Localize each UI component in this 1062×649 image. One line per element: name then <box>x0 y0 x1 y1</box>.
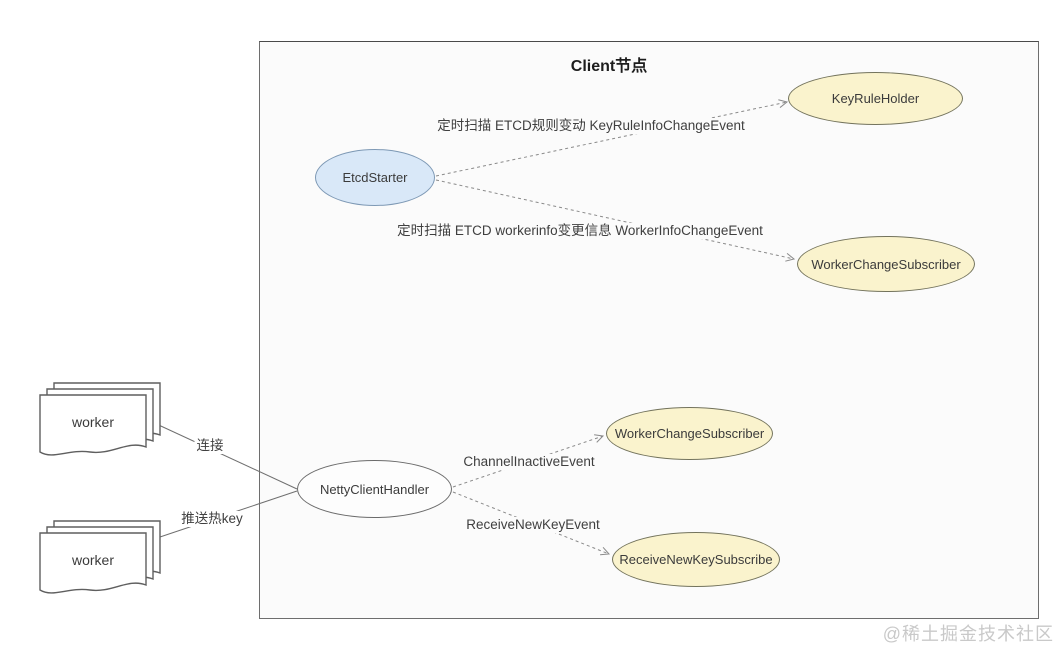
edge-netty-to-receivenewkeysubscribe <box>452 491 611 556</box>
node-worker-change-subscriber-bottom: WorkerChangeSubscriber <box>606 407 773 460</box>
edge-label-receive-new-key: ReceiveNewKeyEvent <box>464 517 602 533</box>
node-label: WorkerChangeSubscriber <box>811 256 961 272</box>
node-receive-new-key-subscribe: ReceiveNewKeySubscribe <box>612 532 780 587</box>
edge-etcd-to-keyruleholder <box>435 99 789 177</box>
worker-bottom-label: worker <box>71 552 114 568</box>
edge-label-worker-info-scan: 定时扫描 ETCD workerinfo变更信息 WorkerInfoChang… <box>395 223 765 239</box>
client-node-title: Client节点 <box>570 58 648 75</box>
edge-label-connect: 连接 <box>194 438 226 454</box>
node-label: KeyRuleHolder <box>831 91 920 106</box>
edge-label-channel-inactive: ChannelInactiveEvent <box>461 454 597 470</box>
node-etcd-starter: EtcdStarter <box>315 149 435 206</box>
node-worker-change-subscriber-top: WorkerChangeSubscriber <box>797 236 975 292</box>
edge-label-key-rule-scan: 定时扫描 ETCD规则变动 KeyRuleInfoChangeEvent <box>435 118 747 134</box>
node-label: WorkerChangeSubscriber <box>614 426 765 441</box>
node-label: NettyClientHandler <box>319 481 430 497</box>
edge-label-push-hot-key: 推送热key <box>179 511 245 527</box>
node-key-rule-holder: KeyRuleHolder <box>788 72 963 125</box>
watermark: @稀土掘金技术社区 <box>882 624 1054 644</box>
node-netty-client-handler: NettyClientHandler <box>297 460 452 518</box>
edge-etcd-to-workerchangesubscriber <box>435 179 796 262</box>
node-label: ReceiveNewKeySubscribe <box>619 552 773 567</box>
client-node-box <box>259 41 1039 619</box>
node-label: EtcdStarter <box>342 170 408 185</box>
edge-worker-top-to-netty <box>149 420 298 490</box>
worker-top-label: worker <box>71 414 114 430</box>
